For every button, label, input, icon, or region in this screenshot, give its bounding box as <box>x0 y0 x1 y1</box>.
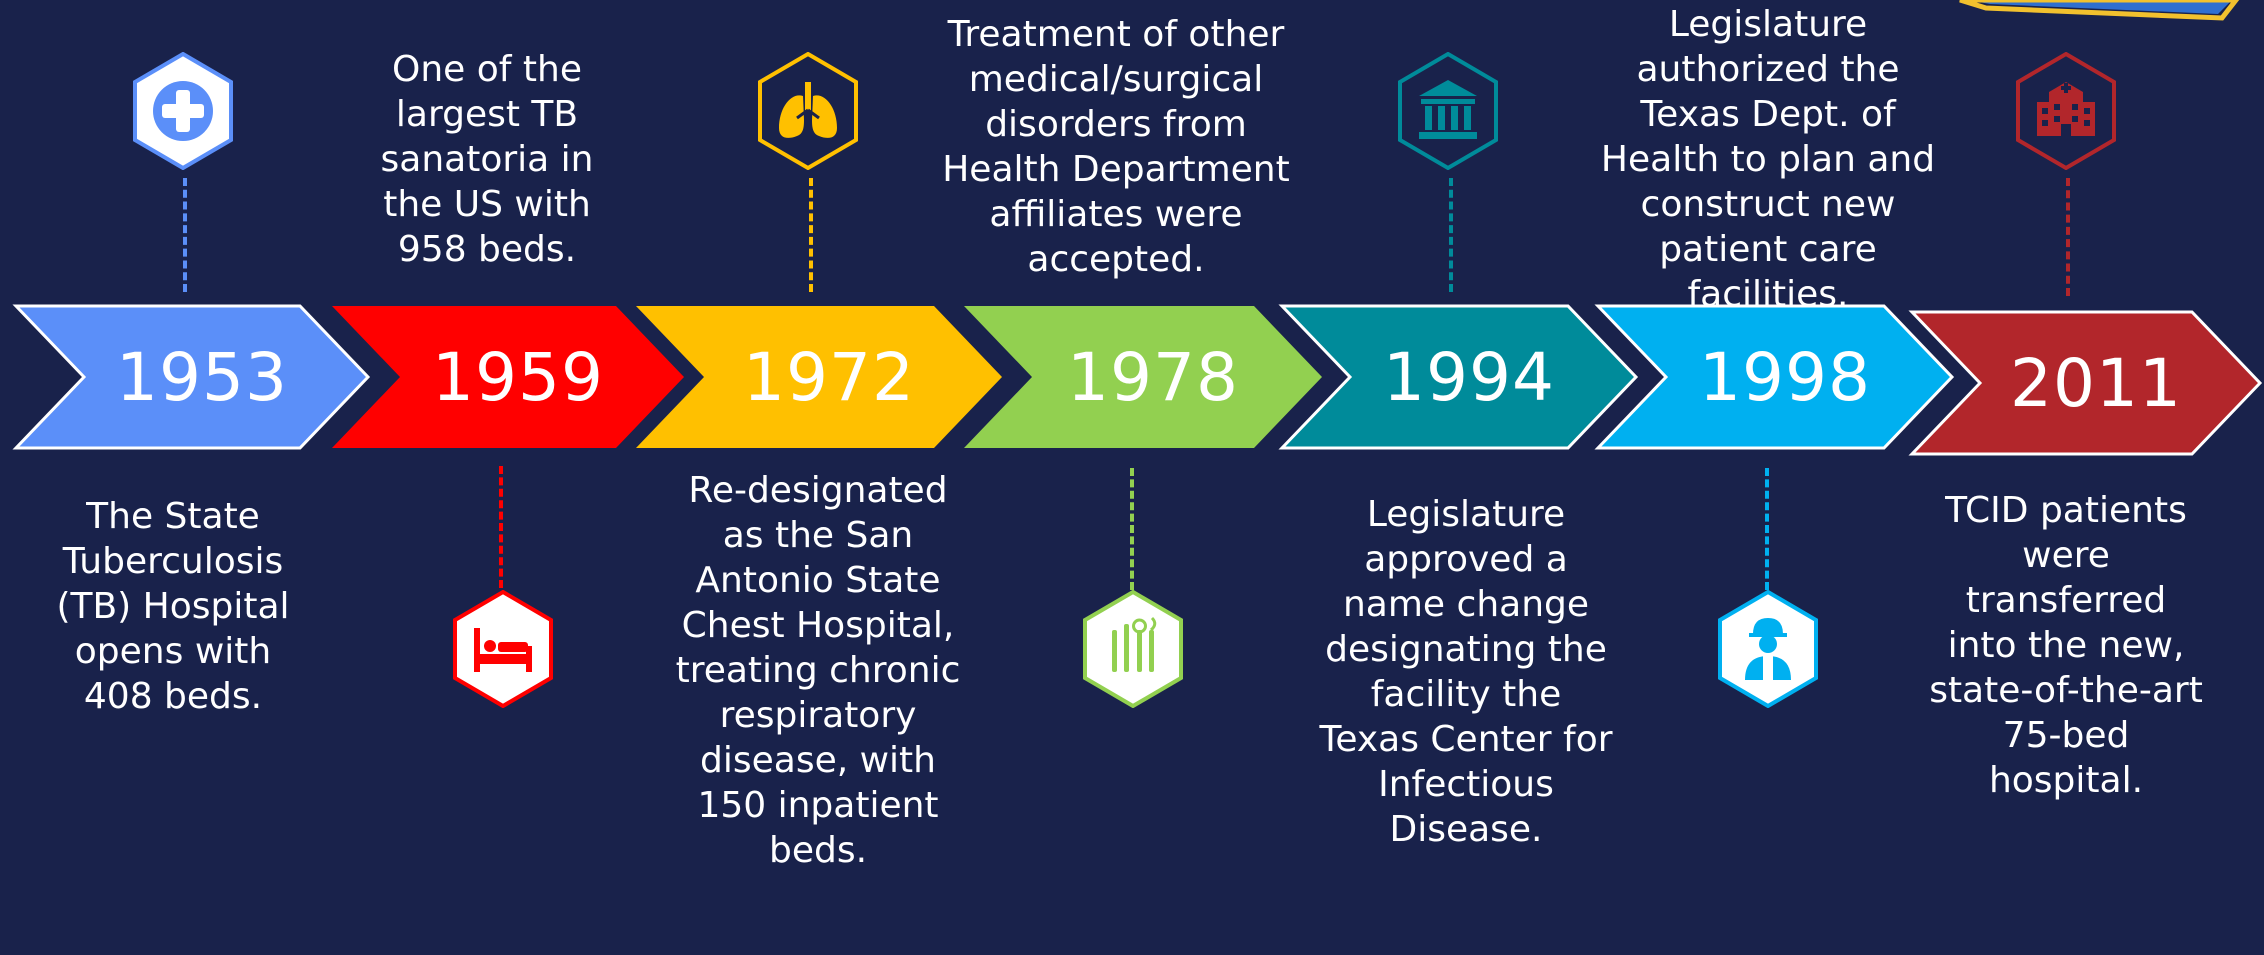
chevron-shape <box>12 304 371 450</box>
connector-1953 <box>183 178 187 292</box>
connector-2011 <box>2066 178 2070 296</box>
chevron-shape <box>1278 304 1639 450</box>
description-1978: Treatment of other medical/surgical diso… <box>942 14 1290 280</box>
chevron-1998: 1998 <box>1594 304 1955 450</box>
year-label: 1978 <box>1067 338 1239 416</box>
description-1959: One of the largest TB sanatoria in the U… <box>380 49 594 270</box>
chevron-shape <box>964 306 1322 448</box>
description-1998: Legislature authorized the Texas Dept. o… <box>1600 4 1936 315</box>
description-1972: Re-designated as the San Antonio State C… <box>675 470 961 871</box>
chevron-shape <box>332 306 684 448</box>
year-label: 1953 <box>116 338 288 416</box>
chevron-1972: 1972 <box>636 306 1004 448</box>
chevron-1953: 1953 <box>12 304 371 450</box>
year-label: 2011 <box>2010 344 2182 422</box>
medical-cross-icon <box>132 52 234 170</box>
description-1953: The State Tuberculosis (TB) Hospital ope… <box>56 496 290 717</box>
dental-tools-icon <box>1082 590 1184 708</box>
year-label: 1998 <box>1699 338 1871 416</box>
chevron-1959: 1959 <box>332 306 686 448</box>
chevron-shape <box>1908 310 2263 456</box>
connector-1994 <box>1449 178 1453 292</box>
year-label: 1994 <box>1383 338 1555 416</box>
description-1994: Legislature approved a name change desig… <box>1319 494 1613 850</box>
construction-worker-icon <box>1717 590 1819 708</box>
chevron-1994: 1994 <box>1278 304 1639 450</box>
connector-1972 <box>809 178 813 292</box>
hospital-building-icon <box>2015 52 2117 170</box>
chevron-shape <box>636 306 1002 448</box>
hospital-bed-icon <box>452 590 554 708</box>
year-label: 1959 <box>432 338 604 416</box>
connector-1998 <box>1765 468 1769 590</box>
government-building-icon <box>1397 52 1499 170</box>
year-label: 1972 <box>743 338 915 416</box>
connector-1978 <box>1130 468 1134 590</box>
connector-1959 <box>499 466 503 588</box>
chevron-shape <box>1594 304 1955 450</box>
description-2011: TCID patients were transferred into the … <box>1929 490 2203 801</box>
chevron-1978: 1978 <box>964 306 1324 448</box>
corner-banner-decoration <box>1959 0 2240 21</box>
chevron-2011: 2011 <box>1908 310 2263 456</box>
lungs-icon <box>757 52 859 170</box>
